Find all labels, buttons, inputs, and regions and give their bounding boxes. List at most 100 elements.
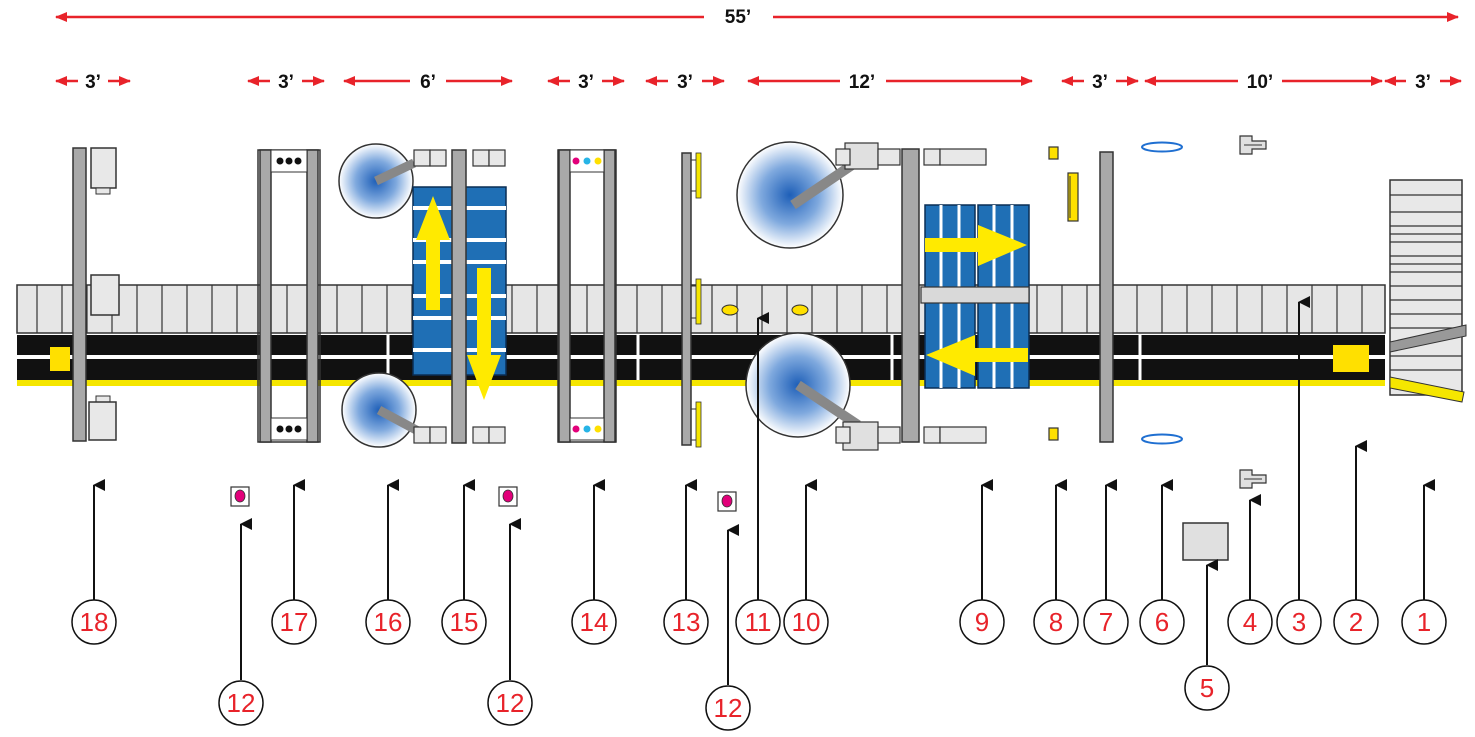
- callout-number: 14: [580, 607, 609, 637]
- callout-number: 7: [1099, 607, 1113, 637]
- dim-label-16: 6’: [420, 72, 436, 93]
- callout-number: 2: [1349, 607, 1363, 637]
- callout-circle: [1401, 599, 1447, 645]
- callout-c3: 3: [1276, 599, 1322, 645]
- callout-c12a: 12: [218, 680, 264, 726]
- belt-marker-right: [1333, 345, 1369, 372]
- overall-dim-label: 55’: [725, 7, 751, 28]
- callout-c6: 6: [1139, 599, 1185, 645]
- dimension-13: 3’: [645, 72, 725, 93]
- callout-circle: [365, 599, 411, 645]
- callout-circle: [487, 680, 533, 726]
- station-18-unit-bottom: [88, 401, 117, 441]
- dim-label-10: 12’: [849, 72, 875, 93]
- station-4-guides: [1239, 135, 1267, 489]
- dim-label-14: 3’: [578, 72, 594, 93]
- station-12-sensors: [230, 486, 737, 512]
- callout-circle: [1276, 599, 1322, 645]
- callout-c9: 9: [959, 599, 1005, 645]
- callout-number: 12: [496, 688, 525, 718]
- station-9-frame: [835, 148, 987, 444]
- station-7-frame: [1099, 151, 1114, 443]
- dim-label-7: 3’: [1092, 72, 1108, 93]
- station-14-frame: [557, 149, 617, 443]
- leader-arrows: [93, 296, 1435, 685]
- conveyor-belt: [17, 335, 1385, 386]
- dimension-18: 3’: [55, 72, 131, 93]
- dim-label-13: 3’: [677, 72, 693, 93]
- callout-c16: 16: [365, 599, 411, 645]
- callout-circle: [705, 685, 751, 731]
- dim-label-17: 3’: [278, 72, 294, 93]
- callout-circle: [663, 599, 709, 645]
- callout-circle: [441, 599, 487, 645]
- callout-c7: 7: [1083, 599, 1129, 645]
- overall-dimension: 55’: [55, 7, 1459, 28]
- callout-circle: [1227, 599, 1273, 645]
- callout-c12b: 12: [487, 680, 533, 726]
- station-18-frame: [72, 147, 120, 442]
- callout-c15: 15: [441, 599, 487, 645]
- station-17-frame: [257, 149, 321, 443]
- flow-arrow-left: [926, 335, 1028, 376]
- station-11-sensors: [721, 304, 809, 316]
- callout-c18: 18: [71, 599, 117, 645]
- roll-10-top: [736, 141, 844, 249]
- callout-circle: [959, 599, 1005, 645]
- callout-number: 11: [745, 607, 772, 637]
- infeed-stack: [1389, 179, 1467, 403]
- dimension-1: 3’: [1384, 72, 1462, 93]
- flow-arrow-down: [467, 268, 501, 400]
- callout-circle: [1139, 599, 1185, 645]
- station-18-unit-top: [90, 147, 117, 189]
- callout-number: 9: [975, 607, 989, 637]
- callout-c8: 8: [1033, 599, 1079, 645]
- flow-arrow-right: [925, 225, 1027, 266]
- callout-circle: [783, 599, 829, 645]
- dimension-7: 3’: [1061, 72, 1139, 93]
- callout-number: 8: [1049, 607, 1063, 637]
- dim-label-1: 3’: [1415, 72, 1431, 93]
- dim-label-18: 3’: [85, 72, 101, 93]
- callout-circle: [1033, 599, 1079, 645]
- station-8-sensors: [1048, 146, 1079, 441]
- callout-number: 12: [227, 688, 256, 718]
- dimension-14: 3’: [547, 72, 625, 93]
- callout-number: 15: [450, 607, 479, 637]
- callout-c5: 5: [1184, 665, 1230, 711]
- callout-c13: 13: [663, 599, 709, 645]
- callout-number: 10: [792, 607, 821, 637]
- dimension-17: 3’: [247, 72, 325, 93]
- callout-circle: [571, 599, 617, 645]
- station-15-frame: [413, 149, 506, 444]
- callout-number: 16: [374, 607, 403, 637]
- callout-number: 3: [1292, 607, 1306, 637]
- callout-c1: 1: [1401, 599, 1447, 645]
- station-5-control-box: [1182, 522, 1229, 561]
- callout-c4: 4: [1227, 599, 1273, 645]
- callout-circle: [1083, 599, 1129, 645]
- callout-circle: [735, 599, 781, 645]
- station-10-rolls: [736, 141, 879, 451]
- callout-c17: 17: [271, 599, 317, 645]
- callout-circle: [71, 599, 117, 645]
- callout-number: 12: [714, 693, 743, 723]
- callout-circle: [1333, 599, 1379, 645]
- callout-number: 1: [1417, 607, 1431, 637]
- callout-number: 4: [1243, 607, 1257, 637]
- callout-c11: 11: [735, 599, 781, 645]
- station-18-unit-mid: [90, 274, 120, 316]
- callout-number: 13: [672, 607, 701, 637]
- belt-marker-left: [50, 347, 70, 371]
- dim-label-5: 10’: [1247, 72, 1273, 93]
- dimension-16: 6’: [343, 72, 513, 93]
- callout-c12c: 12: [705, 685, 751, 731]
- callout-circle: [218, 680, 264, 726]
- callout-circle: [271, 599, 317, 645]
- callout-c10: 10: [783, 599, 829, 645]
- station-9-pallets: [920, 204, 1030, 389]
- callout-circle: [1184, 665, 1230, 711]
- callout-number: 5: [1200, 673, 1214, 703]
